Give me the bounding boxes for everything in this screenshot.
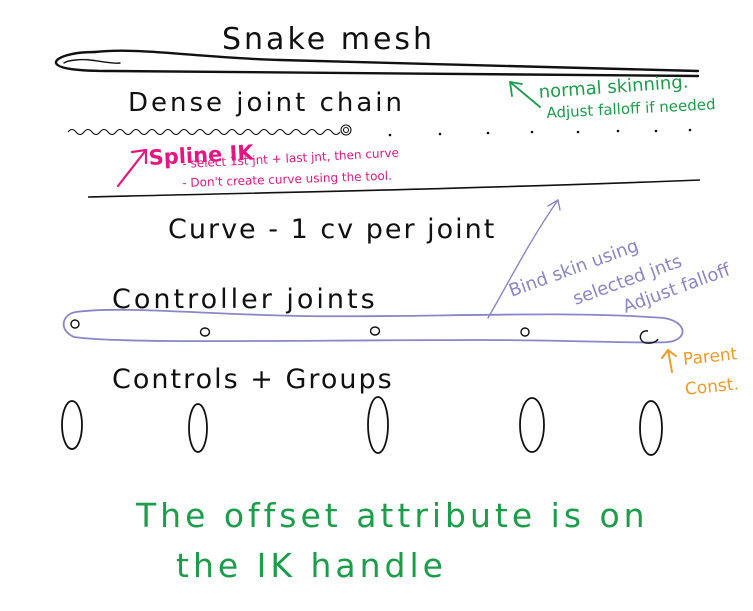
note-offset-line-2: the IK handle	[176, 546, 447, 585]
note-offset-line-1: The offset attribute is on	[136, 496, 649, 535]
controller-joint-2	[199, 327, 211, 337]
controller-joint-5	[639, 330, 659, 344]
green-arrow	[509, 81, 541, 108]
control-2	[188, 403, 208, 453]
magenta-arrow	[116, 148, 148, 188]
label-curve: Curve - 1 cv per joint	[168, 214, 497, 245]
curve-line	[87, 179, 701, 198]
control-3	[367, 396, 389, 454]
label-controller-joints: Controller joints	[112, 284, 378, 315]
label-controls-groups: Controls + Groups	[112, 364, 394, 395]
controller-joint-1	[70, 319, 80, 329]
controls	[61, 396, 663, 456]
joint-chain-dots	[388, 128, 692, 137]
controller-joint-4	[520, 327, 530, 337]
orange-arrow	[661, 349, 677, 373]
label-dense-joint-chain: Dense joint chain	[128, 88, 406, 118]
dense-joint-chain	[67, 124, 352, 136]
controller-joint-3	[369, 326, 381, 336]
controller-joints	[70, 319, 659, 344]
snake-mesh	[54, 49, 700, 78]
control-1	[61, 400, 83, 450]
control-4	[519, 397, 545, 453]
controller-joints-enclosure	[62, 308, 684, 344]
lavender-arrow	[487, 199, 561, 319]
control-5	[639, 400, 663, 456]
title-snake-mesh: Snake mesh	[222, 22, 436, 57]
